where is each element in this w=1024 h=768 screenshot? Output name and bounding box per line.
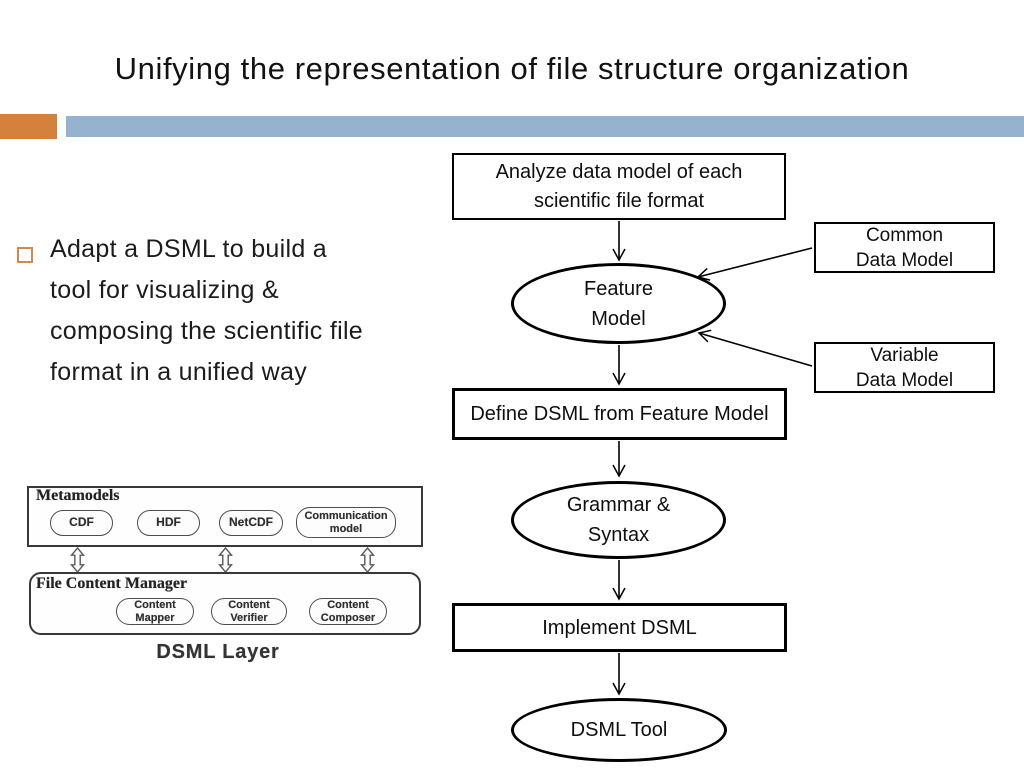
updown-arrow-icon (70, 547, 85, 573)
bullet-marker-icon (17, 247, 33, 263)
slide-title: Unifying the representation of file stru… (114, 51, 910, 86)
pill-content-mapper: Content Mapper (116, 598, 194, 625)
file-content-manager-label: File Content Manager (36, 575, 188, 592)
flow-node-define-dsml: Define DSML from Feature Model (452, 388, 787, 440)
flow-node-feature-model: Feature Model (511, 263, 726, 344)
bullet-text: Adapt a DSML to build a tool for visuali… (50, 235, 364, 386)
flow-node-analyze: Analyze data model of each scientific fi… (452, 153, 786, 220)
layer-diagram: Metamodels CDF HDF NetCDF Communication … (25, 481, 427, 676)
pill-content-composer: Content Composer (309, 598, 387, 625)
flow-arrow-common-to-feature (696, 247, 813, 281)
flow-node-variable-data-model: Variable Data Model (814, 342, 995, 393)
flow-node-implement-dsml: Implement DSML (452, 603, 787, 652)
pill-netcdf: NetCDF (219, 510, 283, 536)
dsml-layer-caption: DSML Layer (156, 641, 280, 663)
pill-communication-model: Communication model (296, 507, 396, 538)
flow-node-dsml-tool: DSML Tool (511, 698, 727, 762)
header-band-decor (66, 116, 1024, 137)
flow-node-grammar-syntax: Grammar & Syntax (511, 481, 726, 559)
accent-square-decor (0, 114, 57, 139)
pill-hdf: HDF (137, 510, 200, 536)
updown-arrow-icon (218, 547, 233, 573)
flow-node-common-data-model: Common Data Model (814, 222, 995, 273)
pill-content-verifier: Content Verifier (211, 598, 287, 625)
metamodels-label: Metamodels (36, 487, 120, 504)
pill-cdf: CDF (50, 510, 113, 536)
updown-arrow-icon (360, 547, 375, 573)
flow-arrow-variable-to-feature (697, 329, 813, 367)
